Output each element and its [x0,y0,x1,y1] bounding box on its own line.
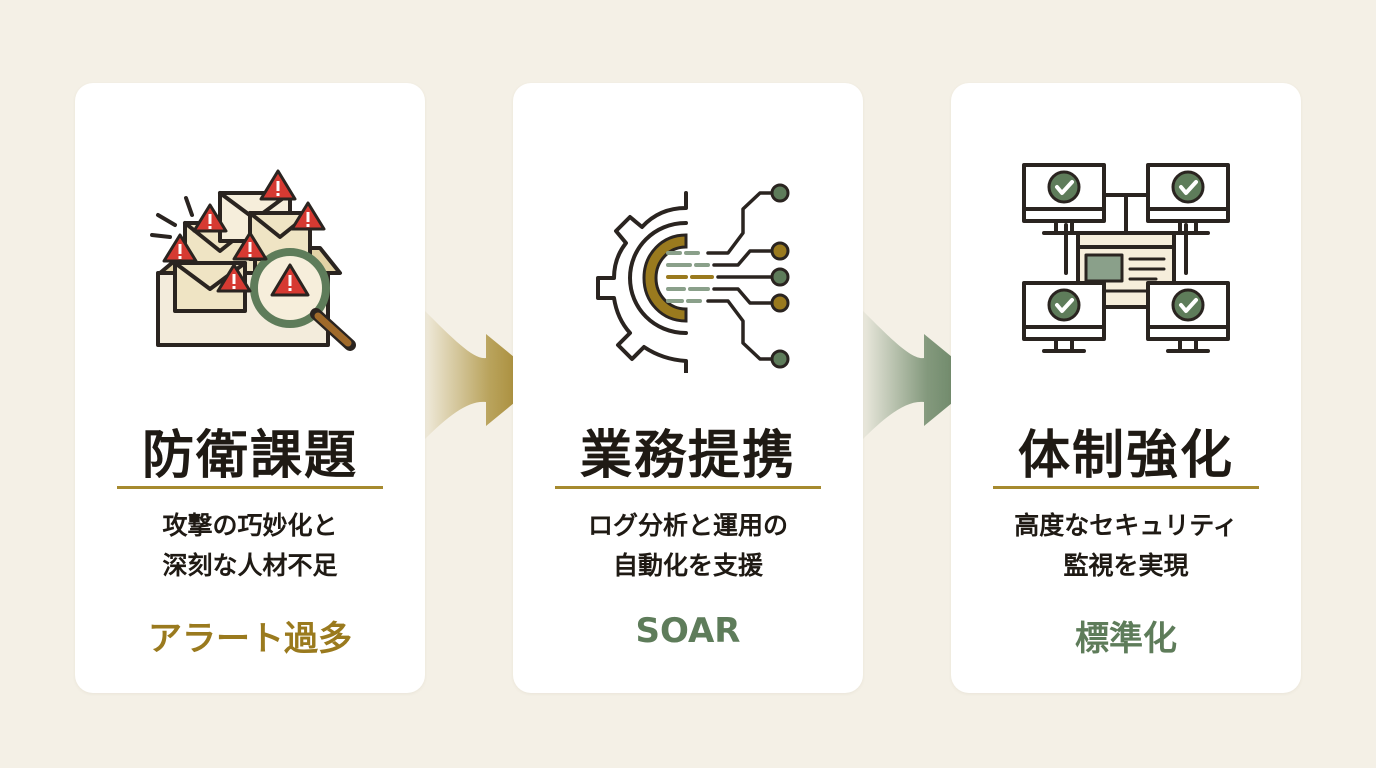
desc-line-1: 攻撃の巧妙化と [162,511,338,540]
card-title: 体制強化 [1017,425,1234,486]
card-description: 攻撃の巧妙化と 深刻な人材不足 [75,506,425,586]
card-title: 業務提携 [579,425,796,486]
desc-line-1: 高度なセキュリティ [1014,511,1238,540]
card-keyword: 標準化 [1075,619,1177,659]
card-business-partnership: 業務提携 ログ分析と運用の 自動化を支援 SOAR [513,83,863,693]
desc-line-1: ログ分析と運用の [587,511,788,540]
card-keyword: アラート過多 [148,619,352,659]
gear-circuit-icon [596,183,790,373]
desc-line-2: 深刻な人材不足 [162,551,338,580]
arrow-right-icon [862,310,980,440]
desc-line-2: 自動化を支援 [612,551,763,580]
title-divider [993,486,1259,489]
alert-envelopes-magnifier-icon [150,169,356,351]
title-divider [117,486,383,489]
card-icon-area [513,153,863,393]
desc-line-2: 監視を実現 [1063,551,1189,580]
card-system-strengthening: 体制強化 高度なセキュリティ 監視を実現 標準化 [951,83,1301,693]
card-description: ログ分析と運用の 自動化を支援 [513,506,863,586]
card-icon-area [75,153,425,393]
arrow-right-icon [424,310,542,440]
flow-arrow-1 [424,300,544,444]
card-title: 防衛課題 [141,425,358,486]
title-divider [555,486,821,489]
card-description: 高度なセキュリティ 監視を実現 [951,506,1301,586]
card-keyword: SOAR [635,611,741,651]
monitor-network-icon [1022,163,1230,353]
card-defense-issues: 防衛課題 攻撃の巧妙化と 深刻な人材不足 アラート過多 [75,83,425,693]
flow-arrow-2 [862,300,982,444]
card-icon-area [951,153,1301,393]
